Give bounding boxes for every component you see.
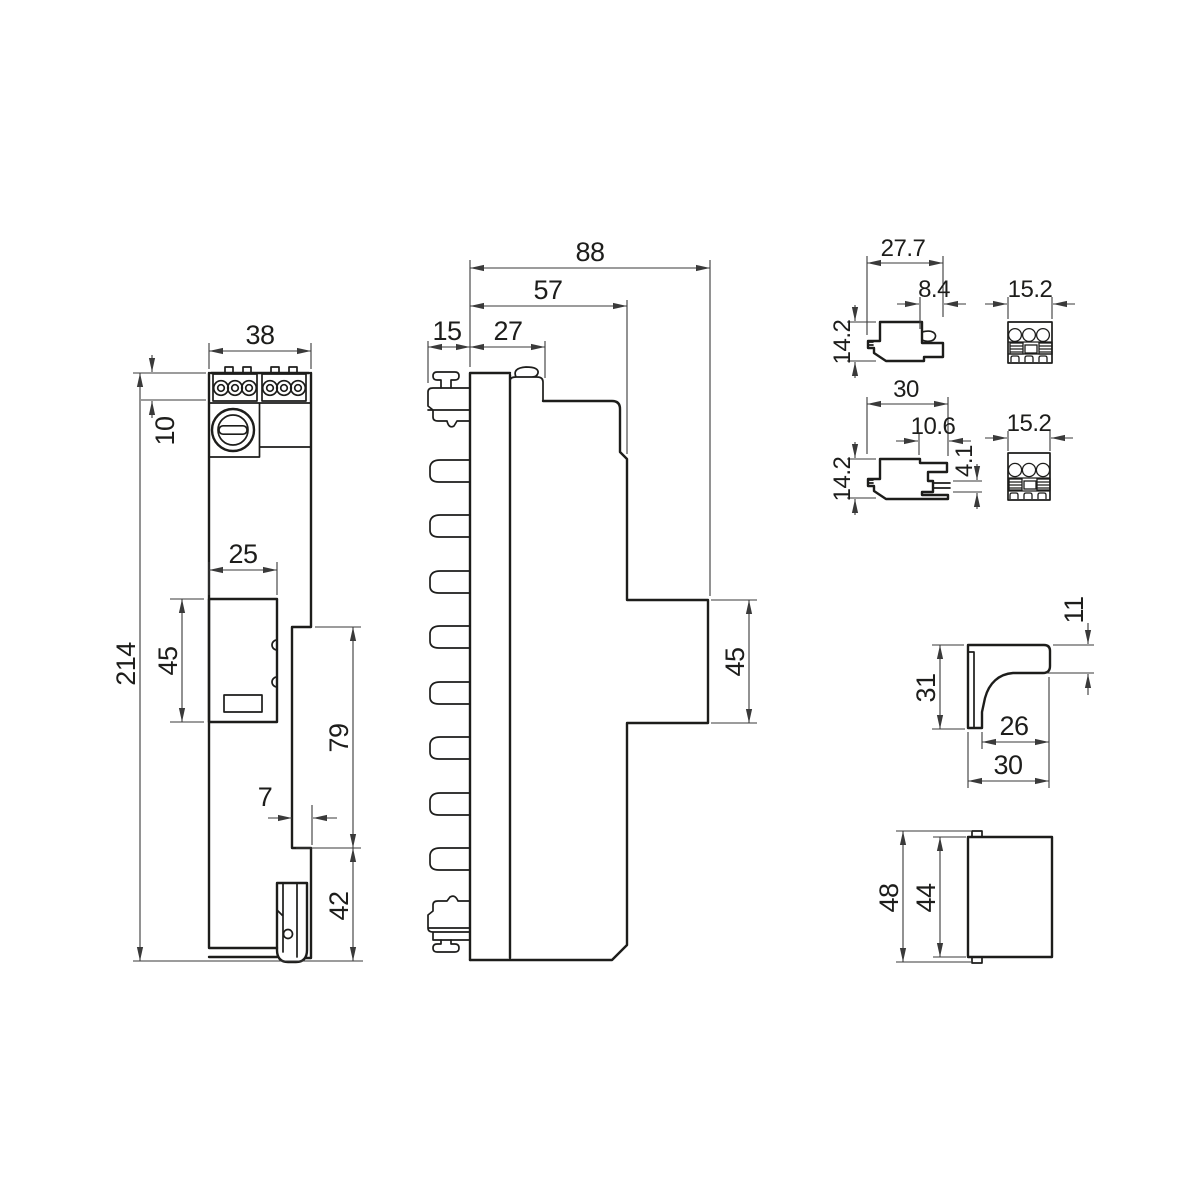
dim-bracket-height: 31 — [911, 673, 941, 702]
cover-view — [966, 830, 1054, 964]
connector-a-dimensions: 27.7 8.4 14.2 15.2 — [829, 235, 1075, 378]
connector-b-side-view — [866, 457, 951, 501]
side-column — [468, 371, 512, 962]
dim-front-module-width: 25 — [228, 539, 257, 569]
dim-cover-inner-height: 44 — [911, 883, 941, 913]
dim-connector-b-width: 15.2 — [1007, 410, 1052, 437]
connector-a-side-view — [866, 320, 945, 363]
dim-front-foot-height: 42 — [324, 891, 354, 920]
connector-a-front-ports — [1010, 355, 1048, 362]
dim-front-lower-height: 79 — [324, 723, 354, 752]
dim-bracket-inner-width: 26 — [999, 711, 1028, 741]
dim-front-terminal-height: 10 — [150, 416, 180, 445]
bracket-outline — [966, 643, 1052, 730]
front-body-outline — [207, 371, 313, 960]
dim-front-overall-height: 214 — [111, 642, 141, 686]
dim-connector-b-height: 14.2 — [829, 456, 856, 501]
connector-b-dimensions: 30 10.6 4.1 14.2 15.2 — [829, 376, 1073, 515]
front-clip-detail — [276, 882, 298, 958]
side-top-clip-body — [427, 387, 471, 428]
front-module-outline — [207, 597, 279, 724]
connector-b-front-view — [1007, 452, 1051, 501]
front-view — [207, 366, 313, 964]
dim-side-housing-depth: 57 — [533, 275, 562, 305]
side-top-clip-pin — [432, 371, 460, 389]
connector-a-front-view — [1007, 321, 1053, 364]
cover-dimensions: 48 44 — [874, 830, 971, 963]
front-knob-box-lines — [208, 402, 312, 458]
front-module-window — [223, 694, 263, 713]
front-knob-outer — [210, 407, 256, 453]
dim-side-module-depth: 45 — [720, 647, 750, 676]
connector-a-front-circles — [1007, 327, 1051, 343]
cover-outline — [966, 835, 1054, 959]
dim-side-overall-depth: 88 — [575, 237, 604, 267]
dim-front-overall-width: 38 — [245, 320, 274, 350]
dim-connector-b-tab-offset: 10.6 — [911, 413, 956, 440]
dim-side-base-depth: 27 — [493, 316, 522, 346]
dim-bracket-flange: 11 — [1059, 596, 1089, 623]
dim-connector-b-pin-height: 4.1 — [951, 445, 978, 477]
bracket-dimensions: 11 31 26 30 — [911, 596, 1094, 788]
front-terminal-tabs — [224, 366, 298, 374]
dim-bracket-outer-width: 30 — [993, 750, 1022, 780]
front-clip-outline — [275, 881, 309, 964]
connector-b-front-clamps — [1008, 478, 1051, 491]
bracket-inner-line — [967, 651, 975, 728]
connector-b-front-outline — [1007, 452, 1051, 501]
front-terminal-box-left — [212, 373, 258, 402]
connector-b-pins — [867, 479, 951, 489]
dim-connector-a-width: 15.2 — [1008, 276, 1053, 303]
side-fins — [429, 459, 471, 871]
front-knob-inner — [217, 414, 249, 446]
front-terminal-circles — [212, 379, 307, 397]
connector-b-front-circles — [1007, 462, 1051, 478]
front-terminal-box-right — [261, 373, 307, 402]
side-latch — [509, 366, 544, 402]
connector-b-outline — [866, 457, 950, 501]
dim-connector-a-height: 14.2 — [829, 319, 856, 364]
side-view — [427, 366, 710, 962]
bracket-view — [966, 643, 1052, 730]
cover-tabs — [971, 830, 983, 964]
dim-connector-b-depth: 30 — [893, 376, 919, 403]
dim-side-rail-overhang: 15 — [432, 316, 461, 346]
dim-front-module-height: 45 — [153, 646, 183, 675]
side-body-outline — [468, 399, 710, 962]
connector-a-detail — [867, 330, 942, 358]
dim-connector-a-tab-offset: 8.4 — [918, 276, 950, 303]
dim-connector-a-depth: 27.7 — [881, 235, 926, 262]
front-knob-slot — [218, 424, 248, 436]
side-bottom-clip-pin — [432, 939, 460, 953]
side-view-dimensions: 88 57 15 27 45 — [427, 237, 757, 724]
connector-a-front-clamps — [1009, 342, 1053, 355]
front-clip-hole — [282, 928, 294, 940]
dim-cover-outer-height: 48 — [874, 883, 904, 912]
front-module-notches — [271, 639, 278, 688]
connector-b-front-ports — [1009, 492, 1047, 499]
side-bottom-clip-body — [427, 895, 471, 941]
dim-front-step: 7 — [258, 782, 273, 812]
front-view-dimensions: 38 10 214 25 45 79 42 7 — [111, 320, 363, 962]
